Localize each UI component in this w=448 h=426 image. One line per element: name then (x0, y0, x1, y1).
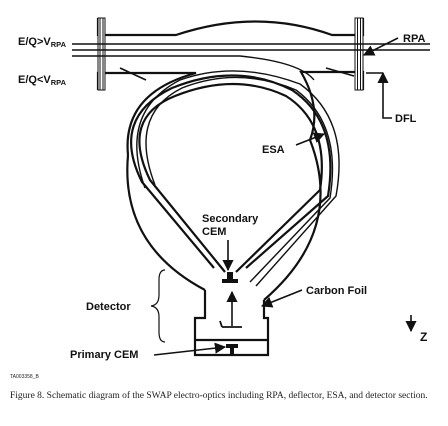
rpa-grid-left (97, 17, 106, 91)
rpa-grid-right (354, 17, 364, 91)
primary-cem (226, 344, 238, 354)
esa-channel (136, 70, 340, 287)
label-secondary-cem-1: Secondary (202, 213, 259, 225)
figure-caption: Figure 8. Schematic diagram of the SWAP … (10, 391, 428, 401)
figure-id: TA003358_B (10, 374, 39, 380)
label-dfl: DFL (395, 113, 417, 125)
label-primary-cem: Primary CEM (70, 349, 138, 361)
label-z-axis: Z (420, 330, 427, 344)
detector-brace (150, 269, 166, 343)
secondary-cem (222, 272, 238, 283)
carbon-foil (219, 320, 242, 328)
label-rpa: RPA (403, 33, 425, 45)
deflector-plates (119, 67, 355, 81)
label-secondary-cem-2: CEM (202, 226, 226, 238)
label-esa: ESA (262, 144, 285, 156)
esa-outer-wall (126, 139, 322, 301)
label-carbon-foil: Carbon Foil (306, 285, 367, 297)
top-housing (96, 18, 365, 156)
label-ion-high: E/Q>VRPA (18, 36, 67, 49)
label-detector: Detector (86, 301, 131, 313)
label-ion-low: E/Q<VRPA (18, 74, 67, 87)
ion-path-low-energy (72, 55, 315, 81)
leader-lines (153, 37, 399, 356)
detector-housing (193, 290, 270, 357)
esa-inner-wall (130, 74, 332, 273)
